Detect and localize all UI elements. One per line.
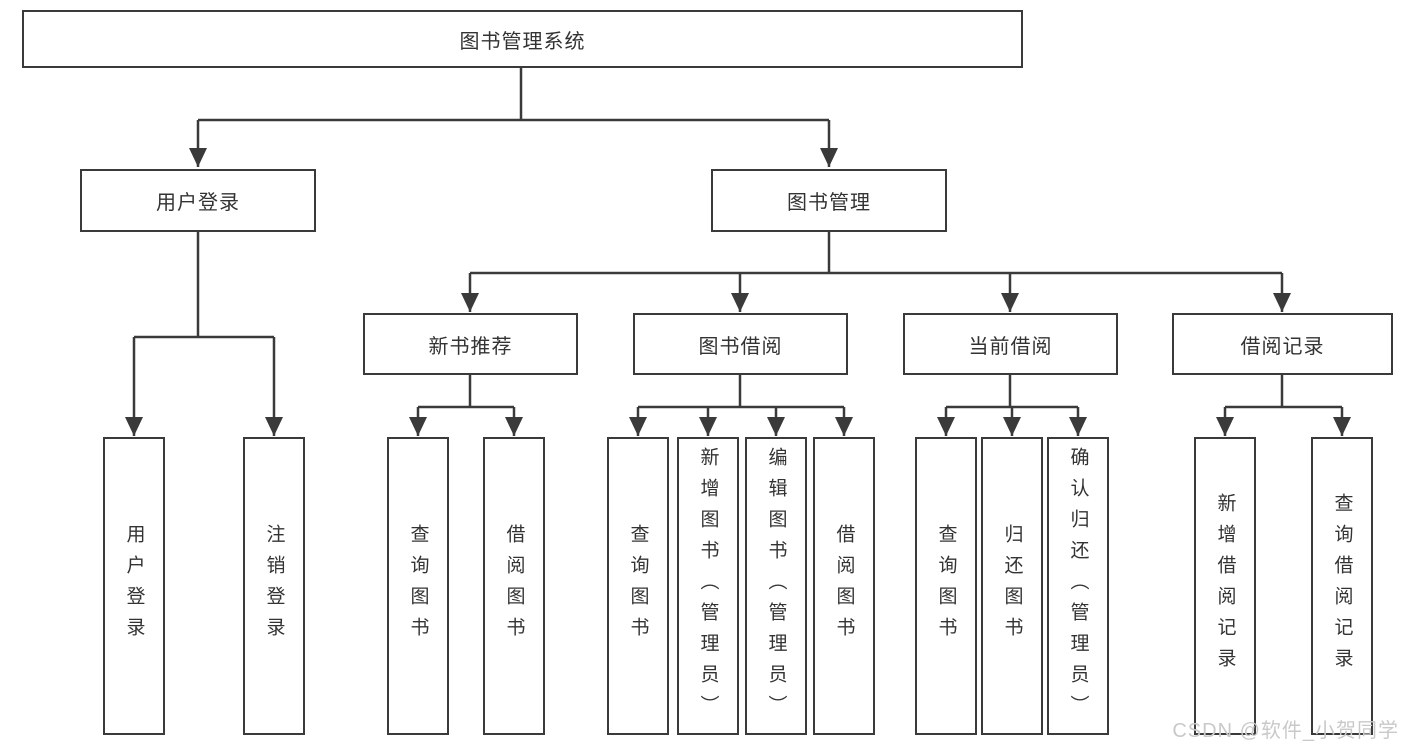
leaf-logout: 注销登录 <box>243 437 305 735</box>
node-current-borrow: 当前借阅 <box>903 313 1118 375</box>
leaf-current-query-books: 查询图书 <box>915 437 977 735</box>
leaf-borrow-query-books-label: 查询图书 <box>627 524 649 648</box>
leaf-logout-label: 注销登录 <box>263 524 285 648</box>
leaf-confirm-return-admin: 确认归还（管理员） <box>1047 437 1109 735</box>
node-new-book-recommend: 新书推荐 <box>363 313 578 375</box>
leaf-borrow-query-books: 查询图书 <box>607 437 669 735</box>
node-borrow-records-label: 借阅记录 <box>1240 335 1325 358</box>
leaf-return-books-label: 归还图书 <box>1001 524 1023 648</box>
leaf-borrow-books-label: 借阅图书 <box>833 524 855 648</box>
leaf-return-books: 归还图书 <box>981 437 1043 735</box>
leaf-user-login: 用户登录 <box>103 437 165 735</box>
node-book-borrow: 图书借阅 <box>633 313 848 375</box>
node-current-borrow-label: 当前借阅 <box>968 335 1053 358</box>
node-new-book-recommend-label: 新书推荐 <box>428 335 513 358</box>
leaf-recommend-query-books: 查询图书 <box>387 437 449 735</box>
leaf-borrow-books: 借阅图书 <box>813 437 875 735</box>
leaf-recommend-borrow-books: 借阅图书 <box>483 437 545 735</box>
leaf-edit-books-admin-label: 编辑图书（管理员） <box>765 446 787 726</box>
leaf-current-query-books-label: 查询图书 <box>935 524 957 648</box>
node-book-management: 图书管理 <box>711 169 947 232</box>
leaf-user-login-label: 用户登录 <box>123 524 145 648</box>
leaf-query-borrow-record-label: 查询借阅记录 <box>1331 493 1353 679</box>
node-borrow-records: 借阅记录 <box>1172 313 1393 375</box>
leaf-recommend-query-books-label: 查询图书 <box>407 524 429 648</box>
node-user-login-label: 用户登录 <box>156 192 240 214</box>
leaf-add-borrow-record-label: 新增借阅记录 <box>1214 493 1236 679</box>
leaf-add-borrow-record: 新增借阅记录 <box>1194 437 1256 735</box>
leaf-recommend-borrow-books-label: 借阅图书 <box>503 524 525 648</box>
leaf-query-borrow-record: 查询借阅记录 <box>1311 437 1373 735</box>
leaf-edit-books-admin: 编辑图书（管理员） <box>745 437 807 735</box>
node-book-borrow-label: 图书借阅 <box>698 335 783 358</box>
node-book-management-label: 图书管理 <box>787 192 871 214</box>
node-library-system: 图书管理系统 <box>22 10 1023 68</box>
leaf-confirm-return-admin-label: 确认归还（管理员） <box>1067 446 1089 726</box>
node-user-login: 用户登录 <box>80 169 316 232</box>
leaf-add-books-admin-label: 新增图书（管理员） <box>697 446 719 726</box>
leaf-add-books-admin: 新增图书（管理员） <box>677 437 739 735</box>
node-library-system-label: 图书管理系统 <box>459 30 586 53</box>
